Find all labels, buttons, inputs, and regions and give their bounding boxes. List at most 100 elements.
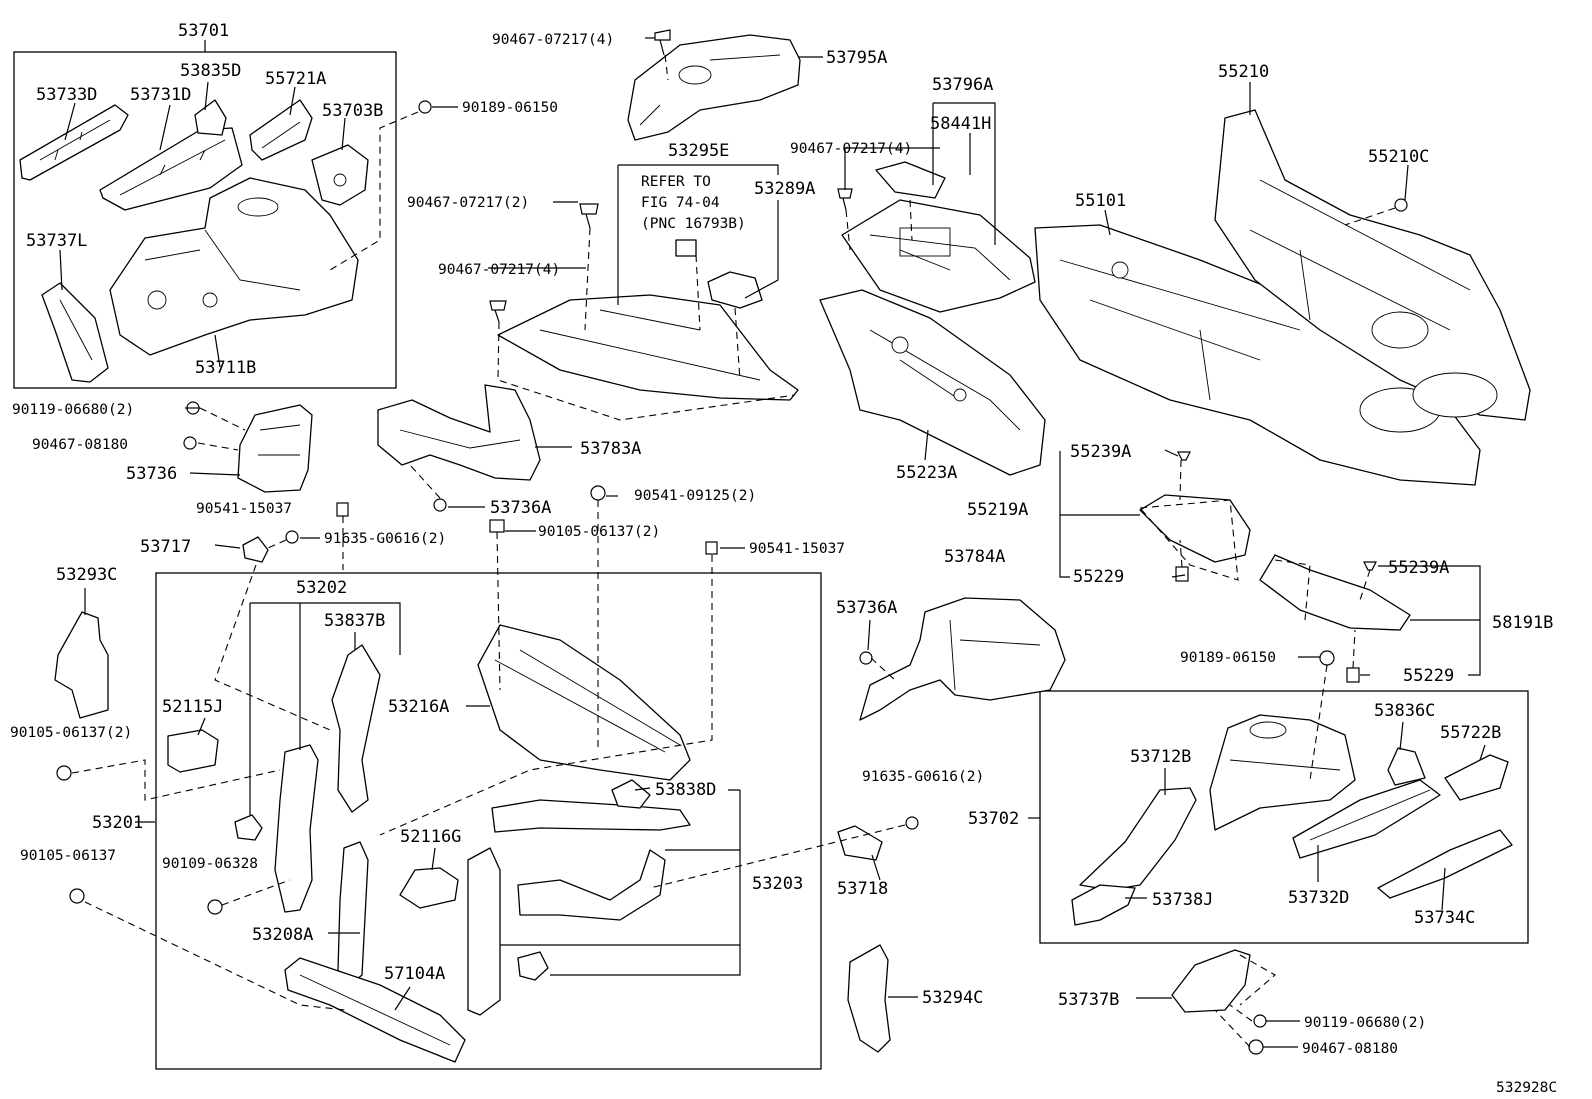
label-57104A: 57104A: [384, 964, 445, 984]
label-53703B: 53703B: [322, 101, 383, 121]
label-53733D: 53733D: [36, 85, 97, 105]
label-53294C: 53294C: [922, 988, 983, 1008]
part-53216A-drawing: [477, 624, 691, 781]
part-52115J-drawing: [167, 729, 219, 773]
part-53783A-drawing: [377, 384, 541, 481]
label-53795A: 53795A: [826, 48, 887, 68]
label-55219A: 55219A: [967, 500, 1028, 520]
leader-lines: [59, 37, 1486, 1048]
label-53295E: 53295E: [668, 141, 729, 161]
group-box-53702: [1039, 690, 1529, 944]
part-53711B-drawing: [109, 177, 359, 356]
label-90105-06137-2-b: 90105-06137(2): [10, 725, 132, 741]
part-53208A-drawing: [337, 841, 369, 986]
refer-note-line-1: REFER TO: [641, 174, 711, 190]
label-90467-07217-4-c: 90467-07217(4): [790, 141, 912, 157]
label-53202: 53202: [296, 578, 347, 598]
label-53701: 53701: [178, 21, 229, 41]
label-90467-08180-a: 90467-08180: [32, 437, 128, 453]
label-55101: 55101: [1075, 191, 1126, 211]
label-53737L: 53737L: [26, 231, 87, 251]
label-53736A-a: 53736A: [490, 498, 551, 518]
part-53717-drawing: [242, 536, 269, 563]
part-53295E-pad-drawing: [675, 239, 697, 257]
label-90105-06137: 90105-06137: [20, 848, 116, 864]
label-55223A: 55223A: [896, 463, 957, 483]
label-53784A: 53784A: [944, 547, 1005, 567]
label-90105-06137-2-a: 90105-06137(2): [538, 524, 660, 540]
label-90109-06328: 90109-06328: [162, 856, 258, 872]
group-box-53201: [155, 572, 822, 1070]
diagram-id: 532928C: [1496, 1080, 1557, 1096]
label-52116G: 52116G: [400, 827, 461, 847]
part-55219A-drawing: [1139, 494, 1251, 563]
label-55722B: 55722B: [1440, 723, 1501, 743]
part-53733D-drawing: [19, 104, 129, 181]
label-53203: 53203: [752, 874, 803, 894]
refer-note-line-3: (PNC 16793B): [641, 216, 746, 232]
part-57104A-drawing: [284, 957, 466, 1063]
part-53796A-drawing: [841, 199, 1036, 313]
label-55210C: 55210C: [1368, 147, 1429, 167]
part-53737B-drawing: [1171, 949, 1251, 1013]
part-53737L-drawing: [41, 282, 109, 383]
label-58191B: 58191B: [1492, 613, 1553, 633]
part-53289A-cover-drawing: [707, 271, 763, 309]
part-53289A-drawing: [497, 294, 799, 401]
label-53731D: 53731D: [130, 85, 191, 105]
label-53718: 53718: [837, 879, 888, 899]
label-91635-G0616-2-b: 91635-G0616(2): [862, 769, 984, 785]
label-90119-06680-2-b: 90119-06680(2): [1304, 1015, 1426, 1031]
part-53836C-drawing: [1387, 747, 1426, 786]
label-55210: 55210: [1218, 62, 1269, 82]
label-55721A: 55721A: [265, 69, 326, 89]
label-53783A: 53783A: [580, 439, 641, 459]
label-90467-07217-4-b: 90467-07217(4): [438, 262, 560, 278]
label-90189-06150-b: 90189-06150: [1180, 650, 1276, 666]
label-55239A-b: 55239A: [1388, 558, 1449, 578]
part-58191B-drawing: [1259, 554, 1411, 631]
label-90541-09125-2: 90541-09125(2): [634, 488, 756, 504]
label-90467-08180-b: 90467-08180: [1302, 1041, 1398, 1057]
part-53293C-drawing: [54, 611, 109, 719]
label-90541-15037-a: 90541-15037: [196, 501, 292, 517]
part-55223A-drawing: [819, 289, 1046, 476]
part-53712B-drawing: [1079, 787, 1197, 891]
label-53835D: 53835D: [180, 61, 241, 81]
part-labels: 53701 53733D 53835D 53731D 55721A 53703B…: [10, 21, 1557, 1096]
part-55721A-drawing: [249, 99, 313, 161]
part-53718-drawing: [837, 825, 883, 861]
assembly-dashed-lines: [71, 54, 1396, 1048]
label-53711B: 53711B: [195, 358, 256, 378]
part-53795A-drawing: [627, 34, 801, 141]
part-55210-drawing: [1214, 109, 1531, 421]
label-53736A-b: 53736A: [836, 598, 897, 618]
label-53208A: 53208A: [252, 925, 313, 945]
label-90189-06150-a: 90189-06150: [462, 100, 558, 116]
part-53736-drawing: [237, 404, 313, 493]
label-91635-G0616-2-a: 91635-G0616(2): [324, 531, 446, 547]
label-55229-b: 55229: [1403, 666, 1454, 686]
label-53702: 53702: [968, 809, 1019, 829]
part-55722B-drawing: [1444, 754, 1509, 801]
label-53717: 53717: [140, 537, 191, 557]
part-55101-drawing: [1034, 224, 1481, 486]
label-53838D: 53838D: [655, 780, 716, 800]
label-55239A-a: 55239A: [1070, 442, 1131, 462]
label-53201: 53201: [92, 813, 143, 833]
label-90119-06680-2-a: 90119-06680(2): [12, 402, 134, 418]
label-53837B: 53837B: [324, 611, 385, 631]
label-53738J: 53738J: [1152, 890, 1213, 910]
label-52115J: 52115J: [162, 697, 223, 717]
label-53836C: 53836C: [1374, 701, 1435, 721]
label-53216A: 53216A: [388, 697, 449, 717]
label-90467-07217-2: 90467-07217(2): [407, 195, 529, 211]
label-53293C: 53293C: [56, 565, 117, 585]
part-53294C-drawing: [847, 944, 891, 1053]
part-53838D-drawing: [491, 779, 691, 833]
label-58441H: 58441H: [930, 114, 991, 134]
label-53737B: 53737B: [1058, 990, 1119, 1010]
label-90541-15037-b: 90541-15037: [749, 541, 845, 557]
label-90467-07217-4-a: 90467-07217(4): [492, 32, 614, 48]
